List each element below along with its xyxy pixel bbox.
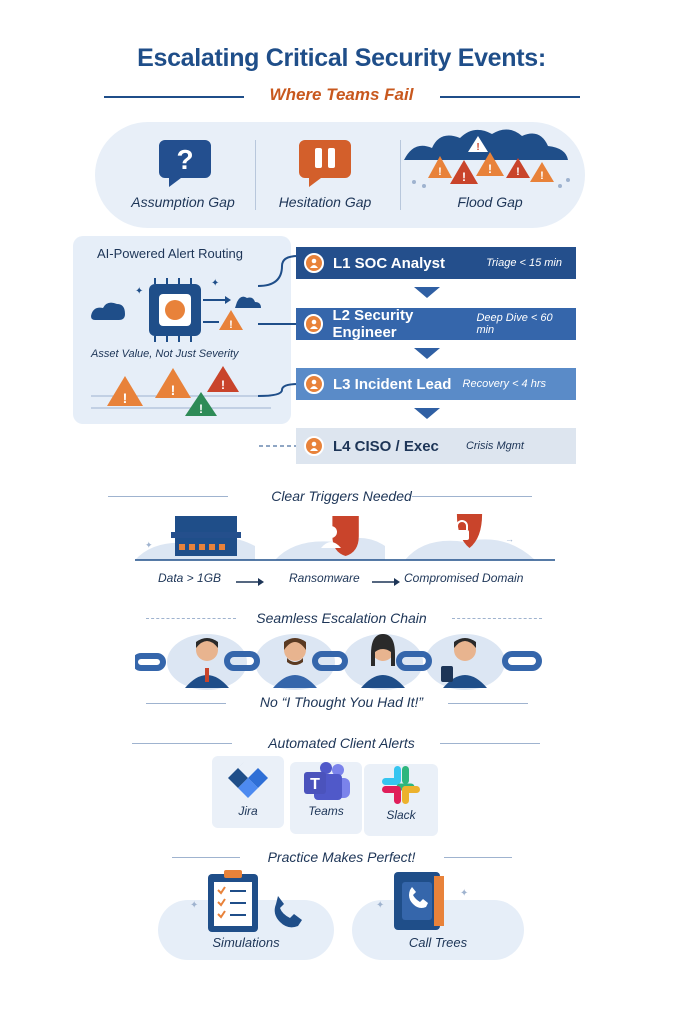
tier-name: L3 Incident Lead (333, 375, 452, 393)
triggers-illustration: ✦ → (135, 508, 555, 573)
app-card-slack: Slack (364, 764, 438, 836)
tier-name: L1 SOC Analyst (333, 254, 445, 272)
gap-divider (400, 140, 401, 210)
section-rule (172, 857, 240, 858)
trigger-ransomware: Ransomware (289, 571, 360, 585)
ai-chip-icon: ! ✦ ✦ (91, 274, 281, 349)
tier-arrow-icon (414, 408, 440, 419)
chain-caption: No “I Thought You Had It!” (259, 694, 424, 710)
tier-l4: L4 CISO / Exec Crisis Mgmt (296, 428, 576, 464)
routing-title: AI-Powered Alert Routing (97, 246, 243, 261)
gap-divider (255, 140, 256, 210)
svg-text:✦: ✦ (460, 888, 468, 899)
gap-panel: ? Assumption Gap Hesitation Gap ! ! ! ! … (95, 122, 585, 228)
tier-time: Recovery < 4 hrs (462, 378, 546, 390)
person-icon (304, 253, 324, 273)
section-rule (108, 496, 228, 497)
svg-text:!: ! (516, 166, 520, 178)
section-rule (146, 703, 226, 704)
svg-text:!: ! (462, 170, 466, 184)
teams-icon: T (302, 762, 352, 805)
tier-arrow-icon (414, 348, 440, 359)
svg-text:?: ? (176, 144, 193, 175)
section-rule (444, 857, 512, 858)
person-icon (304, 314, 324, 334)
tier-name: L4 CISO / Exec (333, 437, 439, 455)
page-subtitle: Where Teams Fail (269, 85, 414, 104)
arrow-right-icon (372, 574, 400, 592)
svg-text:!: ! (123, 390, 128, 406)
alert-flood-icon: ! ! ! ! ! ! (400, 126, 580, 197)
svg-text:✦: ✦ (376, 900, 384, 911)
tier-l2: L2 Security Engineer Deep Dive < 60 min (296, 307, 576, 341)
practice-label: Simulations (212, 935, 280, 950)
app-label: Slack (386, 808, 416, 822)
section-rule (146, 618, 236, 619)
phone-book-icon: ✦ ✦ (372, 868, 492, 943)
gap-label-assumption: Assumption Gap (131, 194, 235, 210)
subtitle-rule-right (440, 96, 580, 98)
slack-icon (380, 764, 422, 811)
chain-heading: Seamless Escalation Chain (256, 610, 427, 626)
person-icon (304, 436, 324, 456)
pause-bubble-icon (297, 136, 353, 193)
trigger-data: Data > 1GB (158, 571, 222, 585)
jira-icon (228, 758, 268, 803)
app-card-teams: T Teams (290, 762, 362, 834)
routing-subtitle: Asset Value, Not Just Severity (91, 348, 239, 360)
tier-l3: L3 Incident Lead Recovery < 4 hrs (296, 368, 576, 400)
app-label: Teams (308, 804, 344, 818)
subtitle-row: Where Teams Fail (0, 85, 683, 111)
arrow-right-icon (236, 574, 264, 592)
page-title: Escalating Critical Security Events: (137, 44, 546, 72)
gap-label-hesitation: Hesitation Gap (278, 194, 372, 210)
tier-time: Crisis Mgmt (465, 440, 524, 452)
svg-text:!: ! (199, 402, 203, 416)
section-rule (448, 703, 528, 704)
svg-text:!: ! (476, 142, 479, 153)
svg-text:!: ! (488, 162, 492, 176)
tier-time: Deep Dive < 60 min (476, 312, 553, 336)
svg-text:T: T (310, 776, 320, 793)
section-rule (412, 496, 532, 497)
svg-text:✦: ✦ (135, 286, 143, 297)
section-rule (132, 743, 232, 744)
practice-label: Call Trees (408, 935, 468, 950)
triggers-heading: Clear Triggers Needed (271, 488, 412, 504)
chain-illustration (132, 628, 545, 697)
severity-alerts-icon: ! ! ! ! (91, 366, 291, 425)
svg-text:!: ! (221, 378, 225, 392)
person-icon (304, 374, 324, 394)
tier-time: Triage < 15 min (486, 257, 562, 269)
checklist-phone-icon: ✦ (190, 868, 330, 943)
section-rule (440, 743, 540, 744)
svg-text:✦: ✦ (145, 540, 153, 550)
tier-name: L2 Security Engineer (332, 307, 414, 341)
routing-panel: AI-Powered Alert Routing ! ✦ ✦ Asset Val… (73, 236, 291, 424)
svg-text:!: ! (540, 170, 544, 182)
question-bubble-icon: ? (157, 136, 213, 193)
svg-text:✦: ✦ (211, 278, 219, 289)
svg-text:✦: ✦ (190, 900, 198, 911)
alerts-heading: Automated Client Alerts (268, 735, 415, 751)
svg-text:!: ! (229, 319, 233, 331)
tier-arrow-icon (414, 287, 440, 298)
trigger-domain: Compromised Domain (404, 571, 524, 585)
tier-l1: L1 SOC Analyst Triage < 15 min (296, 247, 576, 279)
app-label: Jira (238, 804, 258, 818)
practice-heading: Practice Makes Perfect! (267, 849, 416, 865)
svg-text:!: ! (171, 382, 176, 398)
section-rule (452, 618, 542, 619)
app-card-jira: Jira (212, 756, 284, 828)
subtitle-rule-left (104, 96, 244, 98)
svg-text:→: → (505, 534, 514, 544)
gap-label-flood: Flood Gap (457, 194, 523, 210)
svg-text:!: ! (438, 166, 442, 178)
